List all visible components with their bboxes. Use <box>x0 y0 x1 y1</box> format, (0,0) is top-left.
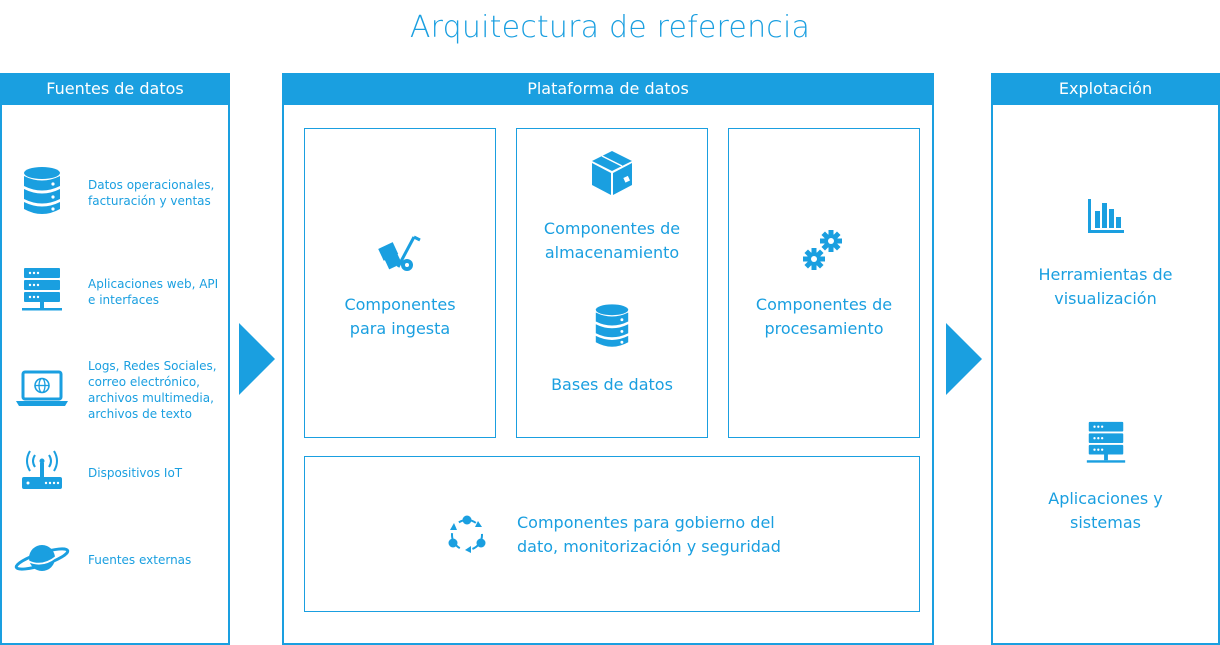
box-label: Componentes para gobierno del dato, moni… <box>517 513 781 556</box>
column-header-plataforma: Plataforma de datos <box>282 73 934 105</box>
box-componentes-ingesta: Componentes para ingesta <box>304 128 496 438</box>
laptop-globe-icon <box>14 361 70 417</box>
bar-chart-icon <box>1086 197 1126 239</box>
exploitation-label: Aplicaciones y sistemas <box>1048 489 1163 532</box>
source-item-aplicaciones-web: Aplicaciones web, API e interfaces <box>14 262 224 322</box>
box-label: Componentes para ingesta <box>344 295 456 338</box>
flow-arrow-right <box>946 323 982 395</box>
source-item-logs: Logs, Redes Sociales, correo electrónico… <box>14 355 224 425</box>
flow-arrow-right <box>239 323 275 395</box>
router-icon <box>14 443 70 499</box>
column-fuentes-de-datos: Fuentes de datos Datos operacionales, fa… <box>0 73 230 645</box>
box-label: Componentes de procesamiento <box>755 295 893 338</box>
planet-icon <box>14 530 70 586</box>
source-item-fuentes-externas: Fuentes externas <box>14 530 224 590</box>
box-procesamiento: Componentes de procesamiento <box>728 128 920 438</box>
source-label: Dispositivos IoT <box>88 466 183 480</box>
cycle-icon <box>445 513 489 561</box>
source-label: Aplicaciones web, API e interfaces <box>88 277 219 307</box>
server-icon <box>14 262 70 318</box>
database-icon <box>594 303 630 353</box>
exploitation-label: Herramientas de visualización <box>1038 265 1173 308</box>
column-header-explotacion: Explotación <box>991 73 1220 105</box>
box-almacenamiento: Componentes de almacenamiento Bases de d… <box>516 128 708 438</box>
server-icon <box>1086 420 1126 470</box>
column-header-fuentes: Fuentes de datos <box>0 73 230 105</box>
hand-truck-icon <box>376 231 424 277</box>
column-explotacion: Explotación Herramientas de visualizació… <box>991 73 1220 645</box>
source-label: Logs, Redes Sociales, correo electrónico… <box>88 359 217 421</box>
source-label: Fuentes externas <box>88 553 192 567</box>
box-icon <box>590 149 634 201</box>
box-label-bases-de-datos: Bases de datos <box>551 375 673 394</box>
gears-icon <box>801 227 847 277</box>
source-item-datos-operacionales: Datos operacionales, facturación y venta… <box>14 163 224 223</box>
diagram-title: Arquitectura de referencia <box>409 10 811 45</box>
database-icon <box>14 163 70 219</box>
box-label: Componentes de almacenamiento <box>543 219 681 262</box>
source-item-iot: Dispositivos IoT <box>14 443 224 503</box>
source-label: Datos operacionales, facturación y venta… <box>88 178 215 208</box>
column-plataforma-de-datos: Plataforma de datos Componentes para ing… <box>282 73 934 645</box>
box-gobierno: Componentes para gobierno del dato, moni… <box>304 456 920 612</box>
